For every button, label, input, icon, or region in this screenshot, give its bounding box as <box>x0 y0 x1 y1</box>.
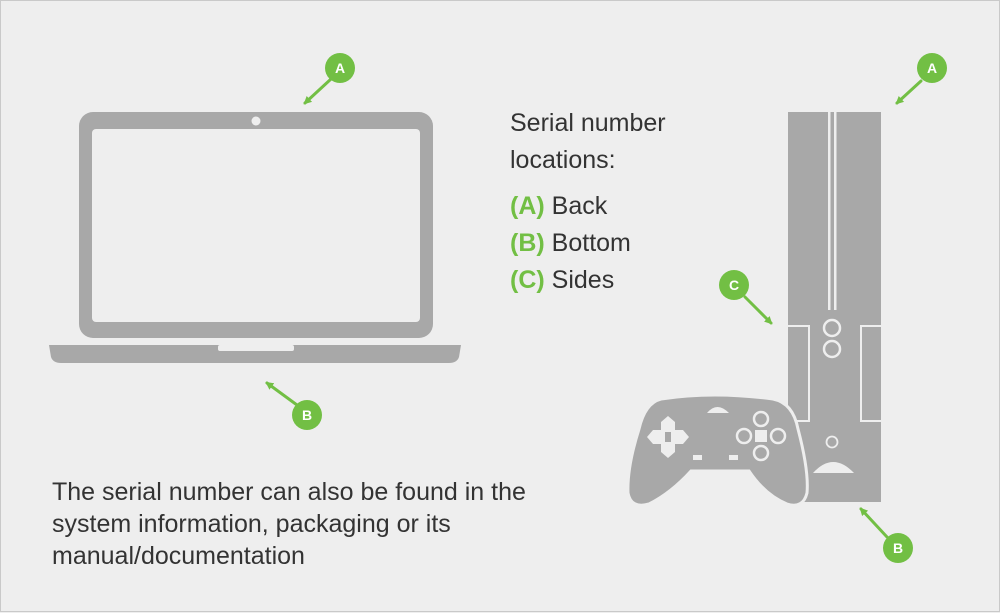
badge-console-a: A <box>917 53 947 83</box>
legend-item-sides: (C) Sides <box>510 262 750 299</box>
serial-number-note: The serial number can also be found in t… <box>52 478 526 570</box>
legend-key: (A) <box>510 192 545 220</box>
svg-text:A: A <box>927 60 937 76</box>
arrow-console-b <box>859 507 889 539</box>
arrow-laptop-a <box>303 77 333 105</box>
svg-text:B: B <box>893 540 903 556</box>
legend-title: Serial number locations: <box>510 109 666 174</box>
legend-key: (B) <box>510 229 545 257</box>
arrow-console-a <box>895 79 923 105</box>
laptop-icon <box>49 112 461 363</box>
game-console-icon <box>788 112 881 502</box>
svg-text:C: C <box>729 277 739 293</box>
badge-console-b: B <box>883 533 913 563</box>
legend-item-bottom: (B) Bottom <box>510 225 750 262</box>
svg-text:A: A <box>335 60 345 76</box>
legend-key: (C) <box>510 266 545 294</box>
badge-laptop-a: A <box>325 53 355 83</box>
legend-label: Sides <box>551 266 615 294</box>
serial-number-legend: Serial number locations: (A) Back (B) Bo… <box>510 105 750 299</box>
legend-label: Back <box>551 192 608 220</box>
webcam-icon <box>251 116 261 126</box>
legend-item-back: (A) Back <box>510 188 750 225</box>
badge-console-c: C <box>719 270 749 300</box>
gamepad-icon <box>626 393 809 507</box>
arrow-laptop-b <box>265 381 299 407</box>
badge-laptop-b: B <box>292 400 322 430</box>
legend-label: Bottom <box>551 229 631 257</box>
arrow-console-c <box>743 295 773 325</box>
svg-text:B: B <box>302 407 312 423</box>
